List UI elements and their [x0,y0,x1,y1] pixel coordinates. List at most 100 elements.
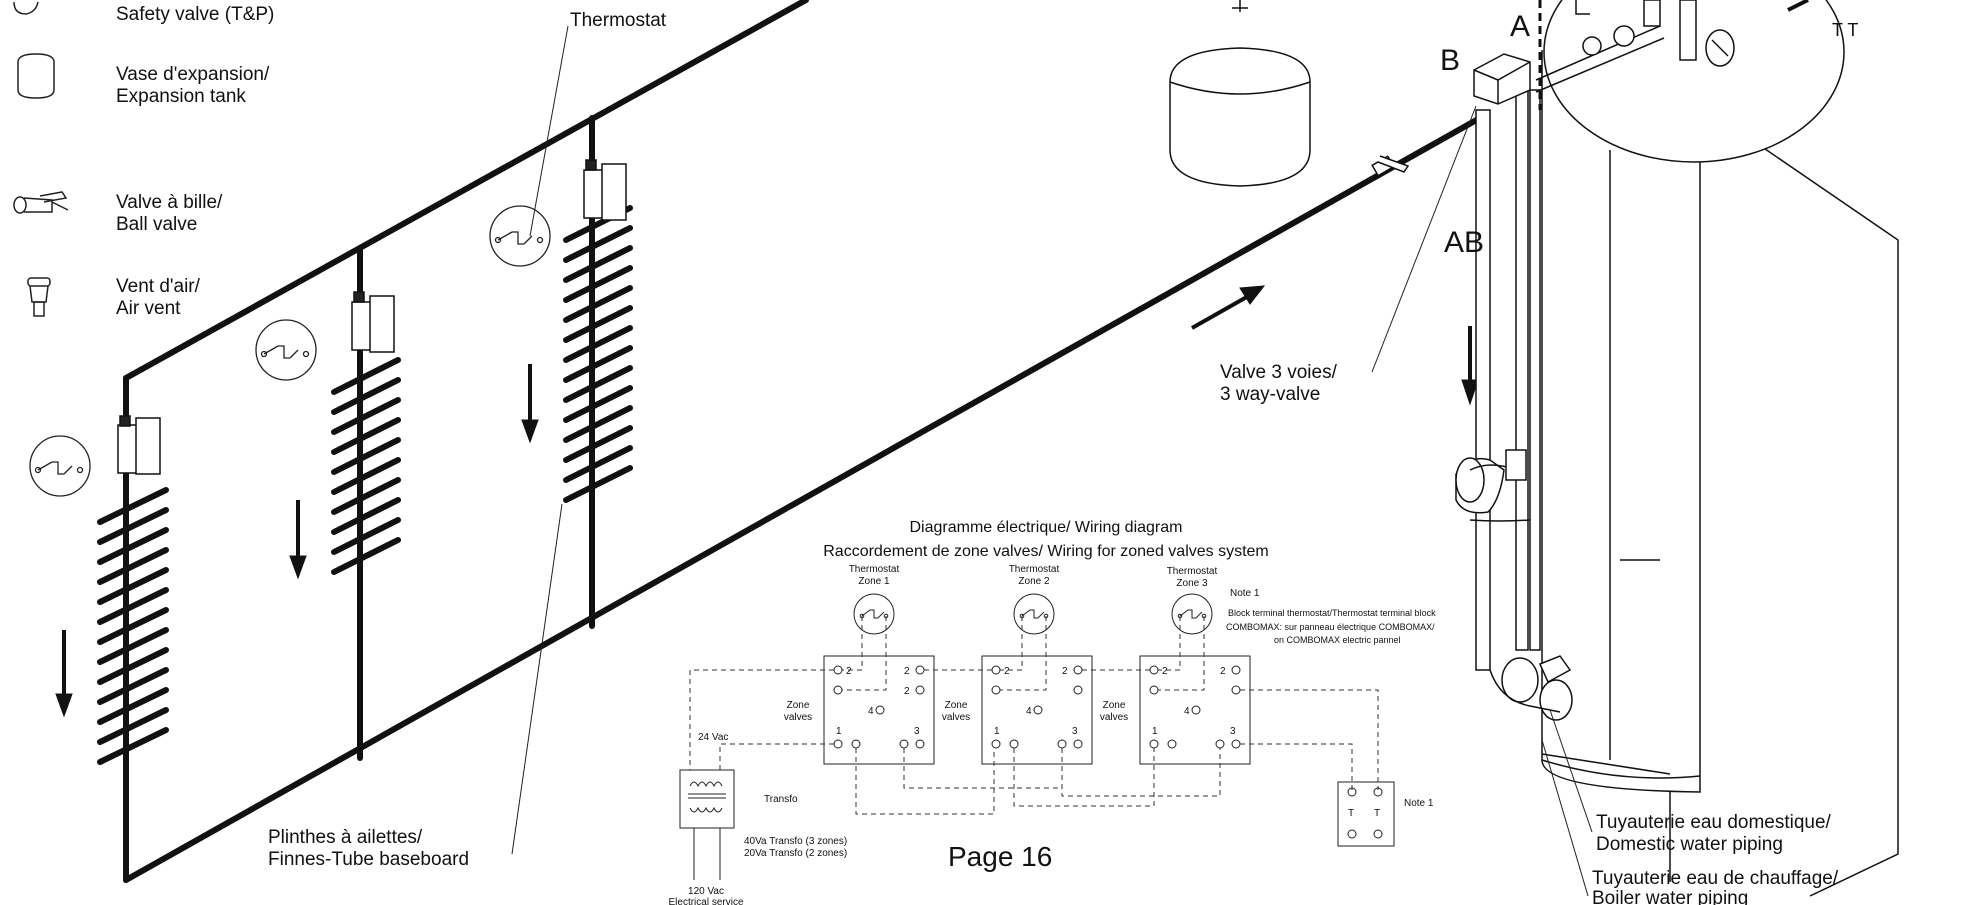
expansion-tank-icon [17,53,55,99]
terminal-number: 2 [1220,666,1226,677]
zone-valve-box-2 [981,655,1093,765]
ball-valve-icon [13,191,69,214]
legend-ball-en: Ball valve [116,214,197,235]
terminal-number: 4 [868,706,874,717]
zone-valve-3 [583,159,627,221]
wiring-diagram: Diagramme électrique/ Wiring diagram Rac… [668,519,1436,905]
zone-valves-label: valves [942,712,970,723]
terminal-number: 2 [846,666,852,677]
legend-vent-fr: Vent d'air/ [116,276,201,297]
note1-line2: COMBOMAX: sur panneau électrique COMBOMA… [1226,622,1435,632]
label-boiler-en: Boiler water piping [1592,888,1748,905]
zone-valves [117,159,627,475]
wiring-thermostat-2 [1013,593,1055,635]
label-transfo: Transfo [764,794,798,805]
zone-valve-box-1 [823,655,935,765]
label-baseboard-fr: Plinthes à ailettes/ [268,827,423,848]
zone-valves-label: Zone [945,700,968,711]
zone-valves-label: valves [1100,712,1128,723]
block-t-right: T [1374,808,1380,819]
thermostat-label-2: Thermostat [1009,564,1060,575]
wiring-thermostat-1 [853,593,895,635]
label-transfo-20: 20Va Transfo (2 zones) [744,848,847,859]
terminal-number: 1 [1152,726,1158,737]
terminal-number: 2 [904,666,910,677]
terminal-number: 2 [1004,666,1010,677]
zone-label-1: Zone 1 [858,576,890,587]
wiring-title-2: Raccordement de zone valves/ Wiring for … [823,543,1269,560]
boiler-tank [1541,50,1701,793]
note1-line1: Block terminal thermostat/Thermostat ter… [1228,608,1436,618]
thermostat-label-3: Thermostat [1167,566,1218,577]
arrow-down-zone-2 [289,500,307,580]
wiring-thermostat-3 [1171,593,1213,635]
baseboard-zone-2 [331,357,401,575]
boiler-cabinet [1669,139,1899,897]
thermostat-label-1: Thermostat [849,564,900,575]
zone-valve-2 [351,291,395,353]
air-vent-icon [27,277,51,317]
baseboard-fins [97,205,633,765]
zone-label-3: Zone 3 [1176,578,1208,589]
label-valve3-en: 3 way-valve [1220,384,1320,405]
thermostat-icon-3 [489,205,551,267]
terminal-number: 4 [1184,706,1190,717]
zone-label-2: Zone 2 [1018,576,1050,587]
annotations: Thermostat A B AB T T Valve 3 voies/ 3 w… [268,10,1858,905]
zone-valves-label: Zone [1103,700,1126,711]
baseboard-zone-1 [97,487,169,765]
label-a: A [1510,10,1530,43]
label-domestic-en: Domestic water piping [1596,834,1783,855]
label-boiler-fr: Tuyauterie eau de chauffage/ [1592,868,1839,889]
label-valve3-fr: Valve 3 voies/ [1220,362,1338,383]
label-transfo-40: 40Va Transfo (3 zones) [744,836,847,847]
thermostat-icon-1 [29,435,91,497]
baseboard-zone-3 [563,205,633,503]
three-way-valve-box [1473,53,1531,105]
terminal-number: 3 [1230,726,1236,737]
label-electrical-service: Electrical service [668,897,743,905]
terminal-number: 3 [1072,726,1078,737]
note1-block-label: Note 1 [1404,798,1434,809]
note1-heading: Note 1 [1230,588,1260,599]
safety-valve-icon [13,1,39,15]
label-b: B [1440,44,1460,77]
legend-expansion-en: Expansion tank [116,86,246,107]
combomax-unit [1455,0,1899,897]
label-tt: T T [1832,20,1858,40]
terminal-number: 4 [1026,706,1032,717]
legend: Safety valve (T&P) Vase d'expansion/ Exp… [13,1,274,319]
label-thermostat: Thermostat [570,10,667,31]
terminal-number: 2 [1162,666,1168,677]
legend-expansion-fr: Vase d'expansion/ [116,64,270,85]
terminal-number: 1 [836,726,842,737]
label-120vac: 120 Vac [688,886,724,897]
transformer [679,769,735,880]
thermostat-icon-2 [255,319,317,381]
legend-vent-en: Air vent [116,298,181,319]
terminal-number: 2 [904,686,910,697]
label-ab: AB [1444,226,1484,259]
zone-valve-box-3 [1139,655,1251,765]
note1-line3: on COMBOMAX electric pannel [1274,635,1401,645]
terminal-number: 2 [1062,666,1068,677]
label-24vac: 24 Vac [698,732,728,743]
zone-valves-label: Zone [787,700,810,711]
supply-main [123,0,809,381]
flow-arrows [55,285,1479,718]
terminal-number: 1 [994,726,1000,737]
thermostat-terminal-block [1337,781,1395,847]
arrow-return [1191,285,1266,330]
ball-valve-return [1371,155,1410,177]
room-thermostats [29,205,551,497]
legend-safety-valve: Safety valve (T&P) [116,4,274,25]
page-number: Page 16 [948,841,1052,872]
arrow-down-boiler [1461,326,1479,406]
arrow-down-zone-1 [55,630,73,718]
expansion-tank [1169,0,1311,187]
return-main [123,115,1483,883]
label-domestic-fr: Tuyauterie eau domestique/ [1596,812,1832,833]
arrow-down-zone-3 [521,364,539,444]
label-baseboard-en: Finnes-Tube baseboard [268,849,469,870]
